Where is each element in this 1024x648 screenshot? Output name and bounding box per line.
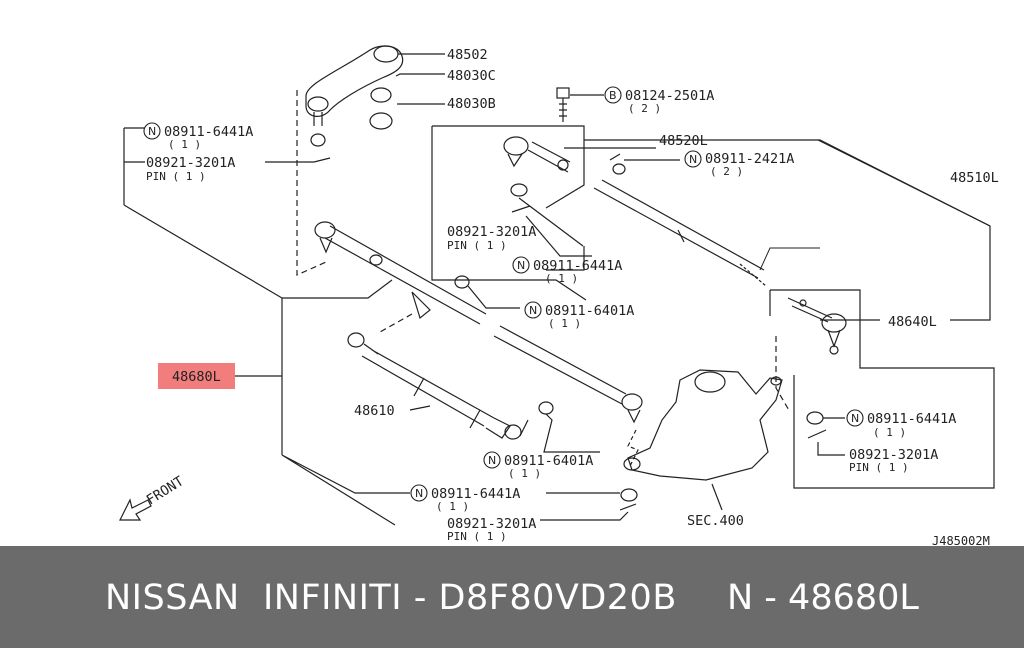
adjusting-sleeve-icon	[593, 179, 767, 287]
label-nut-2421: 08911-2421A	[705, 151, 794, 167]
label-48610: 48610	[354, 403, 395, 419]
n-marker-letter: N	[488, 454, 496, 467]
nut-icon	[538, 401, 554, 415]
label-sec400: SEC.400	[687, 513, 744, 529]
label-pin-mid: 08921-3201A	[447, 224, 536, 240]
label-nut-top-left: 08911-6441A	[164, 124, 253, 140]
n-marker-letter: N	[851, 412, 859, 425]
label-48680l: 48680L	[172, 369, 221, 385]
n-marker-icon	[143, 122, 161, 140]
label-pin-bottom: 08921-3201A	[447, 516, 536, 532]
label-bolt-qty: ( 2 )	[628, 102, 661, 115]
front-arrow-icon	[119, 498, 152, 521]
label-nut-right-qty: ( 1 )	[873, 426, 906, 439]
n-marker-icon	[410, 484, 428, 502]
nut-icon	[620, 488, 638, 502]
n-marker-icon	[684, 150, 702, 168]
label-nut-6401-lower: 08911-6401A	[504, 453, 593, 469]
b-marker-letter: B	[609, 89, 617, 102]
pitman-arm-icon	[305, 45, 404, 147]
label-nut-mid: 08911-6441A	[533, 258, 622, 274]
label-diagram-code: J485002M	[932, 534, 990, 546]
label-front: FRONT	[144, 473, 187, 508]
label-nut-mid-qty: ( 1 )	[545, 272, 578, 285]
label-nut-6401-lower-qty: ( 1 )	[508, 467, 541, 480]
b-marker-icon	[604, 86, 622, 104]
label-48030b: 48030B	[447, 96, 496, 112]
footer-title: NISSAN INFINITI - D8F80VD20B	[105, 578, 677, 618]
footer-bar	[0, 546, 1024, 648]
label-nut-bottom-qty: ( 1 )	[436, 500, 469, 513]
n-marker-letter: N	[415, 487, 423, 500]
washer-icon	[370, 87, 392, 103]
label-pin-right: 08921-3201A	[849, 447, 938, 463]
n-marker-icon	[846, 409, 864, 427]
label-pin-right-word: PIN ( 1 )	[849, 461, 909, 474]
label-bolt-number: 08124-2501A	[625, 88, 714, 104]
label-48502: 48502	[447, 47, 488, 63]
label-48030c: 48030C	[447, 68, 496, 84]
label-nut-2421-qty: ( 2 )	[710, 165, 743, 178]
n-marker-icon	[524, 301, 542, 319]
nut-icon	[369, 112, 393, 130]
footer-part-number: N - 48680L	[727, 578, 919, 618]
label-48520l: 48520L	[659, 133, 708, 149]
steering-damper-icon	[347, 332, 522, 440]
n-marker-letter: N	[148, 125, 156, 138]
label-48640l: 48640L	[888, 314, 937, 330]
n-marker-icon	[512, 256, 530, 274]
nut-icon	[454, 275, 470, 289]
outer-tie-rod-icon	[787, 297, 847, 355]
bolt-icon	[556, 87, 570, 122]
label-pin-mid-word: PIN ( 1 )	[447, 239, 507, 252]
relay-rod-icon	[314, 221, 643, 424]
label-pin-top-left-word: PIN ( 1 )	[146, 170, 206, 183]
n-marker-letter: N	[517, 259, 525, 272]
label-48510l: 48510L	[950, 170, 999, 186]
tie-rod-end-icon	[503, 136, 571, 173]
n-marker-letter: N	[689, 153, 697, 166]
label-nut-right: 08911-6441A	[867, 411, 956, 427]
label-pin-top-left: 08921-3201A	[146, 155, 235, 171]
part-highlight	[158, 363, 235, 389]
knuckle-icon	[623, 369, 783, 481]
nut-icon	[806, 411, 824, 425]
label-nut-6401-upper: 08911-6401A	[545, 303, 634, 319]
parts-diagram: N B N N N N N N 48502 48030C 48030B 0812…	[119, 45, 999, 546]
label-nut-6401-upper-qty: ( 1 )	[548, 317, 581, 330]
label-pin-bottom-word: PIN ( 1 )	[447, 530, 507, 543]
nut-icon	[612, 163, 626, 175]
n-marker-icon	[483, 451, 501, 469]
nut-icon	[510, 183, 528, 197]
label-nut-bottom: 08911-6441A	[431, 486, 520, 502]
n-marker-letter: N	[529, 304, 537, 317]
label-nut-top-left-qty: ( 1 )	[168, 138, 201, 151]
